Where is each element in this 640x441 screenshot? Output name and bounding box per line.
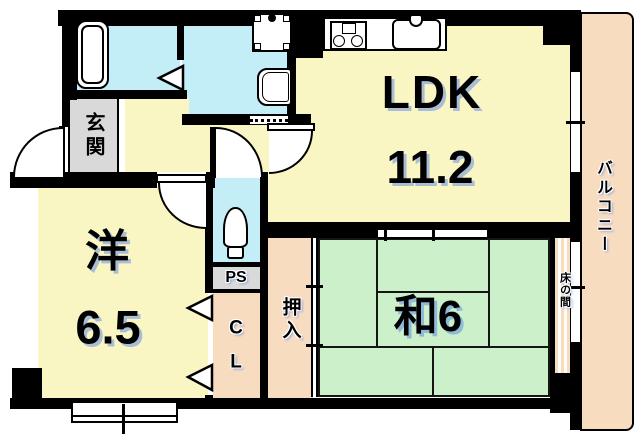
closet-folding-door-icon: [185, 362, 214, 393]
washbasin-inner: [262, 72, 289, 102]
wall-bottom: [10, 398, 581, 409]
entrance-step: [119, 97, 125, 175]
stove-burner: [333, 35, 345, 47]
western-room-window-tick: [122, 404, 125, 434]
balcony-window-tick: [566, 121, 585, 124]
oshiire-door-tick: [306, 344, 323, 347]
oshiire-door-tick: [306, 285, 323, 288]
sink-faucet: [409, 14, 423, 27]
closet-letter-l: L: [230, 351, 242, 373]
wall-japanese-right: [550, 238, 555, 397]
pan-corner: [254, 43, 261, 50]
wall-left-bath: [62, 10, 77, 100]
wall-genkan-left: [62, 99, 70, 127]
ldk-label: LDK: [381, 66, 483, 118]
wall-toilet-left: [205, 183, 213, 293]
western-label: 洋: [85, 227, 129, 276]
bathroom-folding-door-icon: [156, 63, 185, 93]
oshiire-sliding-door: [311, 238, 318, 397]
bathtub-inner: [81, 25, 104, 84]
ldk-door-leaf: [267, 123, 315, 131]
balcony-window-tick: [566, 286, 585, 289]
western-room-door-leaf: [156, 174, 207, 183]
closet-letter-c: C: [229, 317, 243, 339]
closet-cl: [213, 291, 260, 399]
wall-toilet-bottom: [213, 262, 260, 267]
sliding-door-tick: [432, 226, 435, 241]
tatami-mat: [488, 238, 550, 348]
japanese-label: 和6: [393, 292, 463, 341]
washroom-accordion-dots: [250, 119, 288, 122]
room-ldk: [294, 24, 572, 224]
balcony-label: バルコニー: [594, 159, 611, 255]
sliding-door-tick: [384, 226, 387, 241]
tatami-mat: [318, 346, 434, 397]
wall-toilet-right: [260, 172, 268, 409]
balcony-window-japanese: [571, 240, 580, 344]
pillar-top-right: [543, 13, 581, 45]
stove-grill-box: [342, 23, 356, 34]
room-japanese: [318, 238, 550, 397]
tokonoma-label: 床の間: [558, 272, 571, 308]
toilet-icon: [223, 207, 248, 248]
tokonoma-alcove: [555, 238, 573, 375]
ldk-area: 11.2: [386, 141, 474, 193]
pan-corner: [283, 43, 290, 50]
pan-corner: [283, 15, 290, 22]
stove-burner: [351, 35, 363, 47]
pan-faucet-dot: [268, 14, 276, 22]
pan-corner: [254, 15, 261, 22]
wall-corridor-bottom-b: [206, 172, 215, 188]
hall-by-entrance: [119, 98, 189, 172]
closet-folding-door-icon: [185, 293, 214, 323]
wall-bath-bottom: [62, 90, 187, 99]
wall-ps-bottom: [213, 289, 260, 293]
oshiire-label: 押入: [279, 297, 301, 343]
wall-washroom-bottom: [182, 114, 311, 125]
entrance-label: 玄関: [82, 112, 104, 160]
entrance-door-swing: [13, 127, 63, 177]
closet-oshiire: [266, 238, 313, 400]
entrance-genkan: [68, 97, 119, 175]
pipe-space-label: PS: [225, 269, 247, 286]
wall-right-outer: [570, 13, 581, 430]
balcony: [580, 12, 634, 431]
wall-bath-divider: [177, 13, 184, 60]
tatami-mat: [432, 346, 550, 397]
toilet-base: [227, 246, 244, 259]
pillar-bottom-right: [550, 373, 581, 413]
tatami-mat: [376, 238, 490, 293]
toilet-door-leaf: [210, 127, 216, 178]
tatami-mat: [318, 238, 378, 348]
western-area: 6.5: [75, 300, 141, 354]
